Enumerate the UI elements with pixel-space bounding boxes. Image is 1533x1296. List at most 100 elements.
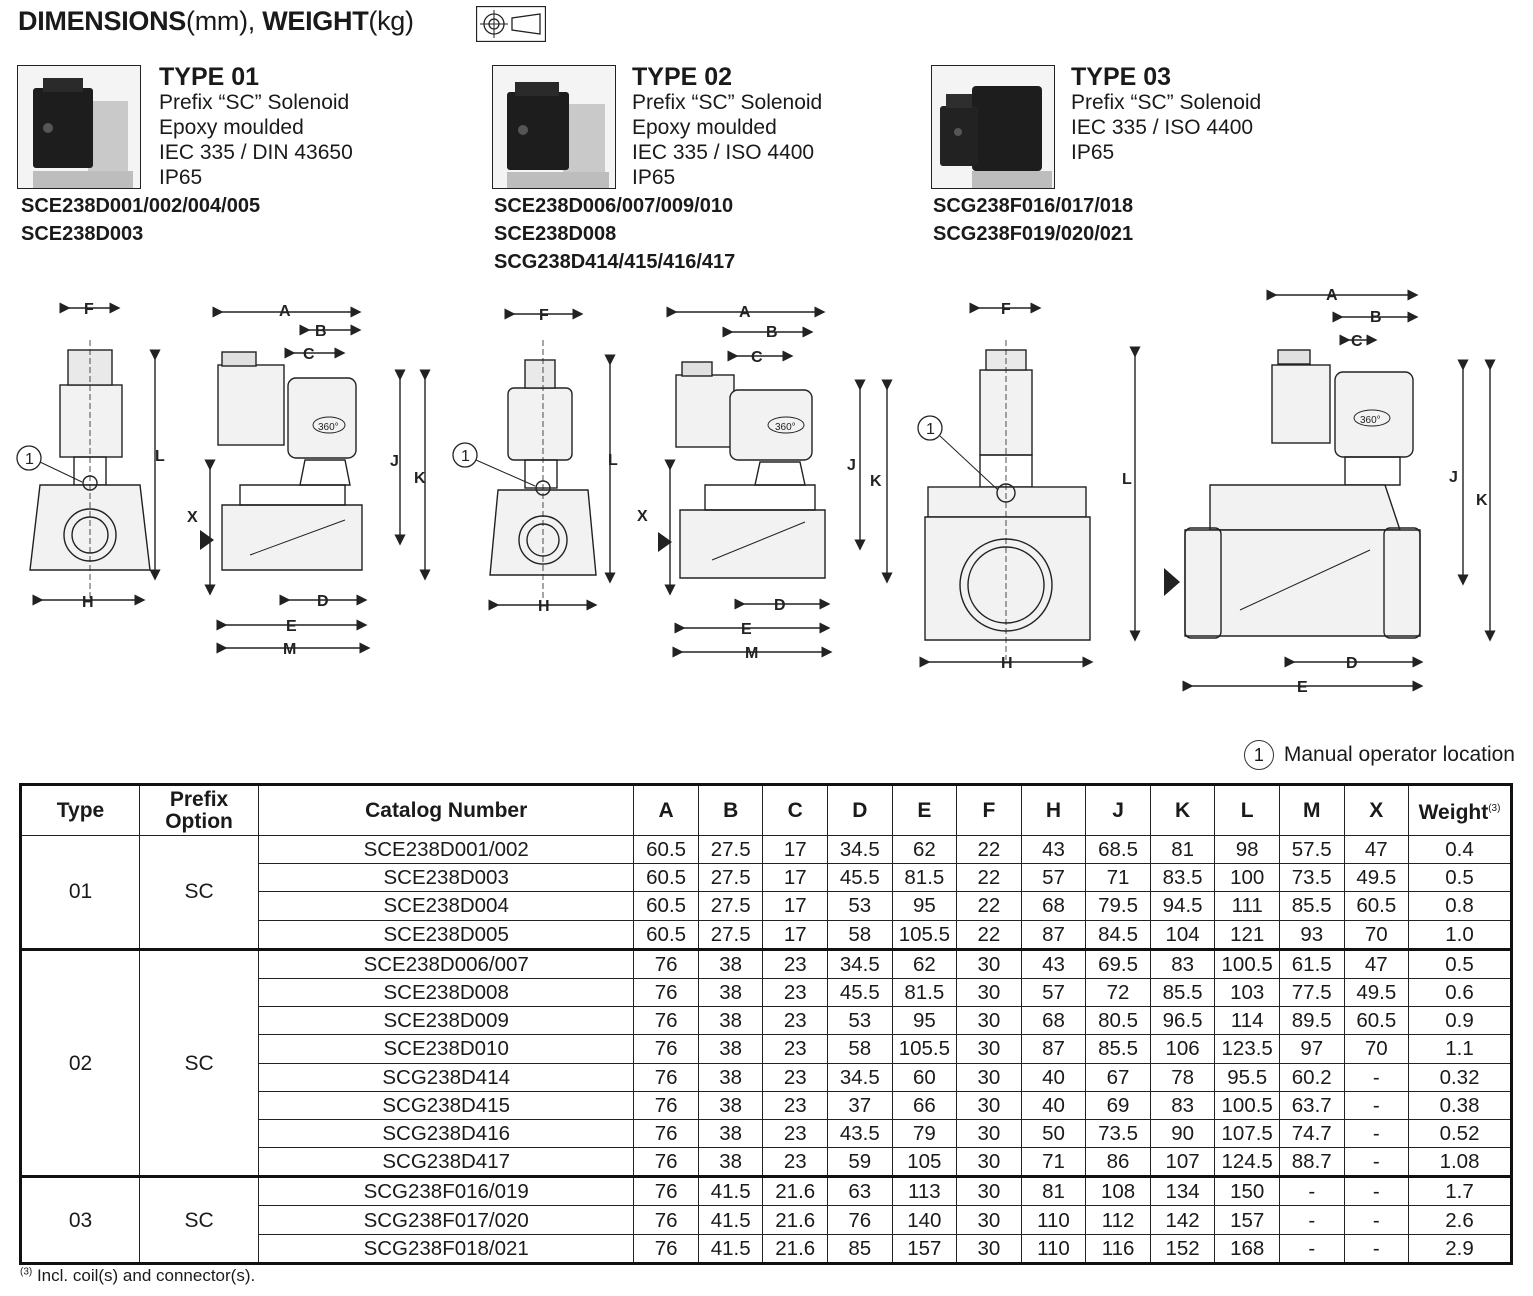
dimension-cell: 58 bbox=[827, 919, 893, 951]
prefix-option-cell: SC bbox=[139, 1176, 260, 1265]
catalog-number-cell: SCG238D417 bbox=[258, 1147, 635, 1179]
type-03-desc-line: IEC 335 / ISO 4400 bbox=[1071, 116, 1254, 139]
dimension-cell: 81 bbox=[1020, 1176, 1087, 1207]
type-02-front-view bbox=[488, 308, 616, 611]
dimension-cell: 157 bbox=[891, 1233, 958, 1265]
type-02-title: TYPE 02 bbox=[632, 63, 733, 91]
legend-text: Manual operator location bbox=[1283, 743, 1515, 766]
dimension-cell: 23 bbox=[762, 1118, 829, 1149]
dimension-cell: 23 bbox=[762, 1034, 829, 1064]
type-cell: 03 bbox=[19, 1176, 141, 1265]
dimension-cell: 22 bbox=[956, 863, 1022, 893]
dimension-cell: 76 bbox=[633, 1147, 699, 1179]
dimension-cell: 34.5 bbox=[827, 948, 893, 979]
dim-label-f: F bbox=[84, 301, 94, 318]
dimension-cell: 95.5 bbox=[1214, 1062, 1280, 1092]
dimension-cell: 0.52 bbox=[1408, 1118, 1512, 1149]
col-header-l: L bbox=[1214, 784, 1280, 836]
type-01-title: TYPE 01 bbox=[159, 63, 260, 91]
rotation-label: 360° bbox=[775, 422, 796, 433]
col-header-k: K bbox=[1149, 784, 1216, 836]
dimension-cell: 108 bbox=[1085, 1176, 1151, 1207]
dimension-cell: 38 bbox=[697, 977, 764, 1008]
dimension-cell: 86 bbox=[1085, 1147, 1151, 1179]
catalog-number-cell: SCG238D414 bbox=[258, 1062, 635, 1092]
type-01-desc-line: Epoxy moulded bbox=[159, 116, 304, 139]
dim-label-m: M bbox=[283, 641, 296, 658]
dim-label-k: K bbox=[870, 473, 882, 490]
dimension-cell: 150 bbox=[1214, 1176, 1280, 1207]
type-01-side-view bbox=[200, 306, 431, 654]
dimension-cell: 30 bbox=[956, 1147, 1022, 1179]
dimension-cell: 88.7 bbox=[1278, 1147, 1345, 1179]
type-02-code: SCG238D414/415/416/417 bbox=[494, 251, 736, 273]
dimension-cell: 43 bbox=[1020, 834, 1087, 865]
dim-label-a: A bbox=[1326, 287, 1338, 304]
dim-label-j: J bbox=[847, 457, 856, 474]
dimension-cell: 60.5 bbox=[1343, 1006, 1410, 1036]
type-03-info: TYPE 03 Prefix “SC” Solenoid IEC 335 / I… bbox=[1071, 65, 1261, 165]
dimension-cell: 87 bbox=[1020, 1034, 1087, 1064]
dim-label-a: A bbox=[279, 303, 291, 320]
dimension-cell: 116 bbox=[1085, 1233, 1151, 1265]
dim-label-h: H bbox=[82, 594, 94, 611]
col-header-m: M bbox=[1278, 784, 1345, 836]
dimension-cell: 168 bbox=[1214, 1233, 1280, 1265]
type-03-photo bbox=[931, 65, 1055, 189]
dimension-cell: 85.5 bbox=[1149, 977, 1216, 1008]
type-01-info: TYPE 01 Prefix “SC” Solenoid Epoxy mould… bbox=[159, 65, 353, 190]
catalog-number-cell: SCG238F018/021 bbox=[258, 1233, 635, 1265]
dim-label-d: D bbox=[1346, 655, 1358, 672]
dimension-cell: 83.5 bbox=[1149, 863, 1216, 893]
dimension-cell: - bbox=[1343, 1205, 1410, 1235]
prefix-option-cell: SC bbox=[139, 948, 260, 1179]
dimension-cell: 107 bbox=[1149, 1147, 1216, 1179]
dimension-cell: 0.4 bbox=[1408, 834, 1512, 865]
dimension-cell: 83 bbox=[1149, 1090, 1216, 1120]
dimension-cell: 100 bbox=[1214, 863, 1280, 893]
type-02-code: SCE238D008 bbox=[494, 223, 617, 245]
dimension-cell: - bbox=[1343, 1176, 1410, 1207]
rotation-label: 360° bbox=[1360, 415, 1381, 426]
dimension-cell: 81 bbox=[1149, 834, 1216, 865]
dimension-cell: 60 bbox=[891, 1062, 958, 1092]
dimension-cell: 40 bbox=[1020, 1062, 1087, 1092]
dimension-cell: 84.5 bbox=[1085, 919, 1151, 951]
dim-label-b: B bbox=[1370, 309, 1382, 326]
dimension-cell: 100.5 bbox=[1214, 948, 1280, 979]
dimension-cell: 0.5 bbox=[1408, 948, 1512, 979]
dimension-cell: 83 bbox=[1149, 948, 1216, 979]
title-weight: WEIGHT bbox=[262, 6, 369, 36]
dimension-cell: 43.5 bbox=[827, 1118, 893, 1149]
type-03-code: SCG238F019/020/021 bbox=[933, 223, 1134, 245]
dimension-cell: 58 bbox=[827, 1034, 893, 1064]
dimension-cell: 27.5 bbox=[697, 834, 764, 865]
dimension-cell: 0.38 bbox=[1408, 1090, 1512, 1120]
dimension-cell: 27.5 bbox=[697, 891, 764, 921]
catalog-number-cell: SCG238F017/020 bbox=[258, 1205, 635, 1235]
dimension-cell: 21.6 bbox=[762, 1176, 829, 1207]
dimension-cell: 41.5 bbox=[697, 1176, 764, 1207]
type-02-photo bbox=[492, 65, 616, 189]
dimension-cell: 81.5 bbox=[891, 977, 958, 1008]
catalog-number-cell: SCE238D001/002 bbox=[258, 834, 635, 865]
dimension-cell: 30 bbox=[956, 1062, 1022, 1092]
dimension-cell: 76 bbox=[633, 1205, 699, 1235]
dimension-cell: 112 bbox=[1085, 1205, 1151, 1235]
type-03-codes: SCG238F016/017/018 SCG238F019/020/021 bbox=[933, 192, 1133, 248]
dim-label-e: E bbox=[1297, 679, 1308, 696]
dimension-cell: 123.5 bbox=[1214, 1034, 1280, 1064]
dimension-cell: 0.6 bbox=[1408, 977, 1512, 1008]
dim-label-e: E bbox=[741, 621, 752, 638]
type-03-side-view bbox=[1164, 289, 1496, 692]
catalog-number-cell: SCE238D006/007 bbox=[258, 948, 635, 979]
dimension-cell: 80.5 bbox=[1085, 1006, 1151, 1036]
